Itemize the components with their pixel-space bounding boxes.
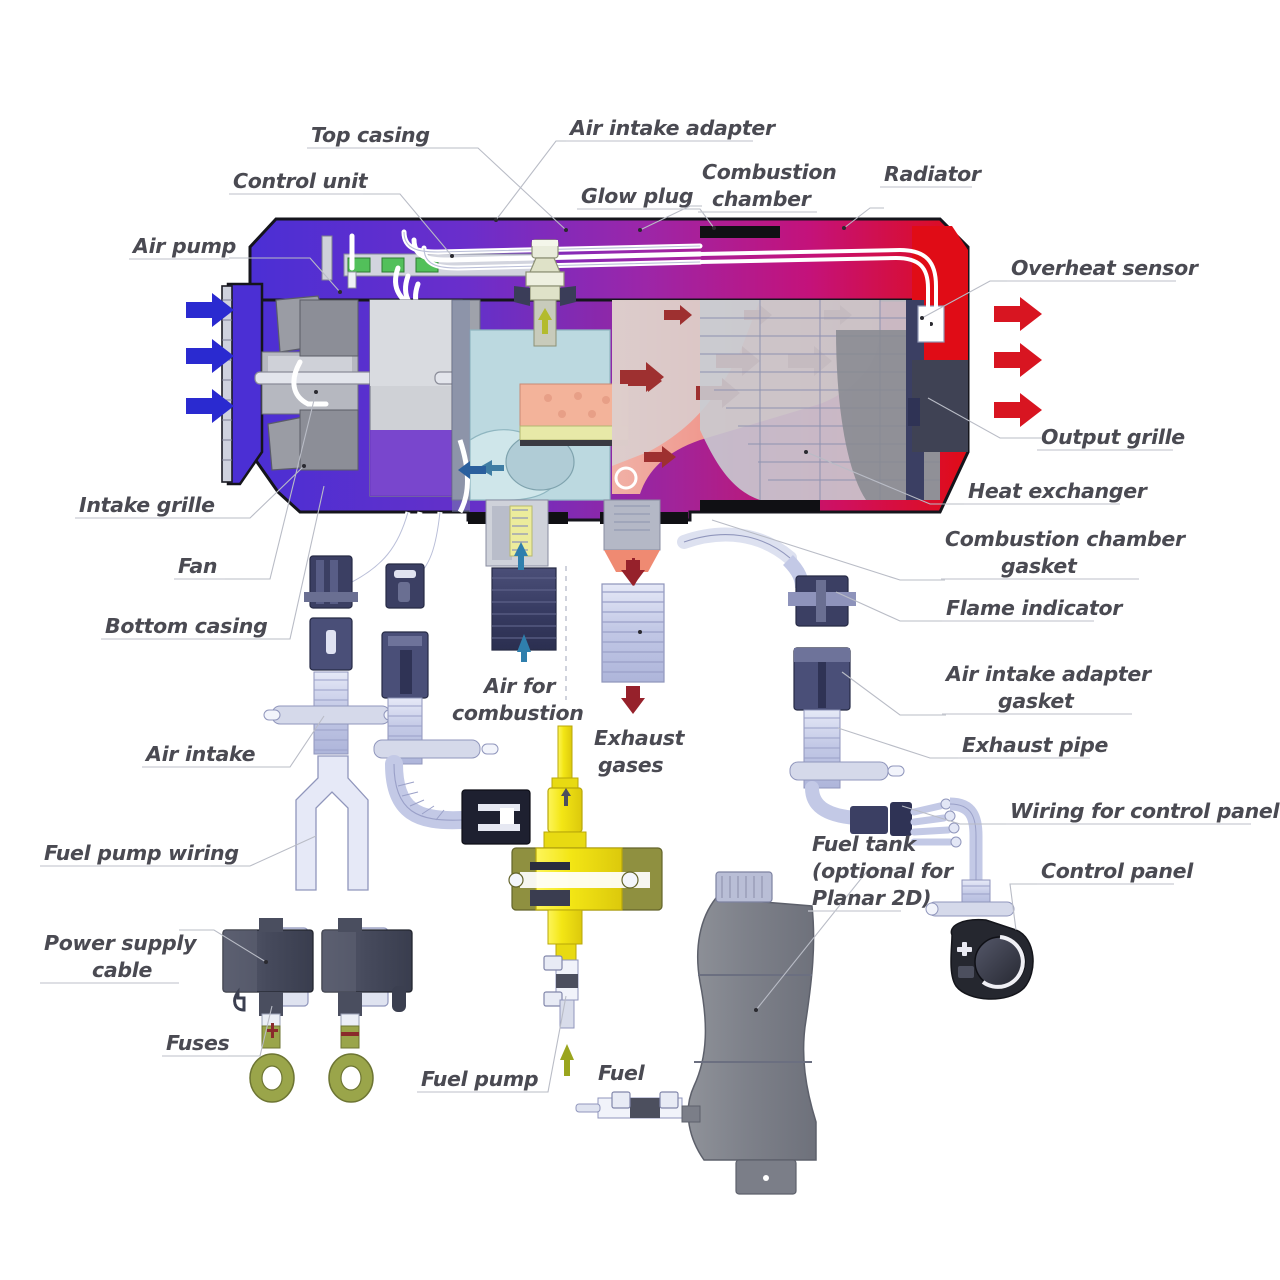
callout-label-text: Intake grille <box>79 493 215 517</box>
callout-air-intake: Air intake <box>142 742 256 768</box>
callout-label-text: Wiring for control panel <box>1010 799 1280 823</box>
glow-plug-part <box>514 239 576 347</box>
callout-wiring-for-control-panel: Wiring for control panel <box>1006 799 1280 825</box>
callout-label-text: Fuses <box>166 1031 230 1055</box>
callout-glow-plug: Glow plug <box>577 184 694 210</box>
callout-exhaust-pipe: Exhaust pipe <box>958 733 1109 759</box>
callout-flame-indicator: Flame indicator <box>942 596 1125 622</box>
callout-label-text: Overheat sensor <box>1011 256 1200 280</box>
callout-label-text: Heat exchanger <box>968 479 1149 503</box>
fuse-holder-left <box>222 918 314 1103</box>
callout-label-text: Glow plug <box>581 184 693 208</box>
callout-control-unit: Control unit <box>229 169 369 195</box>
fuel-pump-unit <box>508 725 663 1076</box>
callout-label-text: Radiator <box>884 162 983 186</box>
callout-air-intake-adapter: Air intake adapter <box>566 116 777 142</box>
callout-air-pump: Air pump <box>129 234 236 260</box>
callout-label-text: Output grille <box>1041 425 1185 449</box>
callout-label-text: Fuel pump wiring <box>44 841 239 865</box>
callout-label-text: Control unit <box>233 169 369 193</box>
callout-label-text: Exhaust pipe <box>962 733 1108 757</box>
callout-label-text: Bottom casing <box>105 614 267 638</box>
callout-radiator: Radiator <box>880 162 983 188</box>
callout-label-text: Top casing <box>311 123 430 147</box>
output-air-arrows <box>994 297 1042 427</box>
bottom-ports <box>468 499 688 572</box>
exhaust-gas-hose <box>565 558 665 714</box>
control-panel-wiring <box>910 797 1034 1000</box>
callout-fuel-pump-wiring: Fuel pump wiring <box>40 841 239 867</box>
callout-label-text: Air pump <box>131 234 236 258</box>
callout-fuses: Fuses <box>162 1031 230 1057</box>
callout-label-text: Fuel <box>598 1061 646 1085</box>
callout-label-text: Flame indicator <box>946 596 1124 620</box>
callout-heat-exchanger: Heat exchanger <box>964 479 1149 505</box>
fuel-pump-wiring-assembly <box>373 563 531 845</box>
callout-label-text: Fan <box>178 554 217 578</box>
callout-label-text: Fuel pump <box>421 1067 538 1091</box>
callout-fan: Fan <box>174 554 225 580</box>
callout-top-casing: Top casing <box>307 123 430 149</box>
radiator-section <box>699 226 968 500</box>
fan-assembly <box>254 295 376 471</box>
callout-fuel: Fuel <box>598 1061 646 1085</box>
callout-output-grille: Output grille <box>1037 425 1186 451</box>
callout-label-text: Air intake adapter <box>568 116 777 140</box>
callout-overheat-sensor: Overheat sensor <box>1007 256 1200 282</box>
air-for-combustion-hose <box>491 542 557 662</box>
callout-intake-grille: Intake grille <box>75 493 215 519</box>
callout-label-text: Air intake <box>144 742 256 766</box>
exhaust-pipe-assembly <box>677 527 912 836</box>
leader-lines <box>179 140 1041 1093</box>
callout-bottom-casing: Bottom casing <box>101 614 268 640</box>
fuel-tank-unit <box>681 871 817 1195</box>
callout-label-text: Control panel <box>1041 859 1194 883</box>
heater-body <box>221 217 970 605</box>
intake-air-arrows <box>186 293 234 423</box>
fuse-holder-right <box>321 918 413 1103</box>
control-panel-unit[interactable] <box>950 918 1034 1000</box>
callout-control-panel: Control panel <box>1037 859 1195 885</box>
wiring-outline <box>403 231 701 269</box>
leader-endpoint-dots <box>264 218 924 1012</box>
fuel-line-to-tank <box>575 1091 683 1119</box>
callout-fuel-pump: Fuel pump <box>417 1067 539 1093</box>
